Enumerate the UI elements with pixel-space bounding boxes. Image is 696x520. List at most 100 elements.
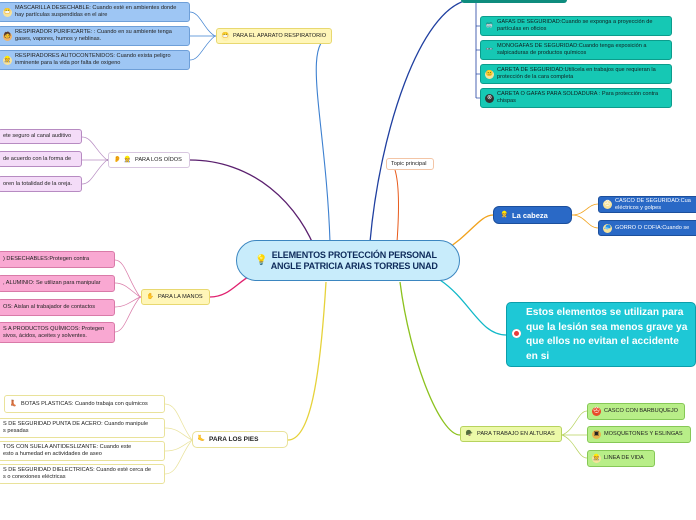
manos-item-label: OS: Aislan al trabajador de contactos — [3, 304, 96, 310]
lightbulb-icon: 💡 — [255, 255, 268, 266]
connector-alturas-item-3 — [561, 434, 588, 459]
topic-alturas[interactable]: 🪖 PARA TRABAJO EN ALTURAS — [460, 426, 562, 442]
ojos-item-label: CARETA O GAFAS PARA SOLDADURA : Para pro… — [497, 91, 658, 105]
pies-item-line: esto a humedad en actividades de aseo — [3, 451, 102, 457]
target-icon — [512, 329, 521, 338]
connector-topic — [394, 169, 399, 243]
alturas-item-3[interactable]: 👷 LINEA DE VIDA — [587, 450, 655, 467]
manos-item-3[interactable]: OS: Aislan al trabajador de contactos — [0, 299, 115, 316]
root-title-line-1: ELEMENTOS PROTECCIÓN PERSONAL — [271, 249, 437, 260]
welding-mask-icon: ⊗ — [485, 93, 494, 103]
resp-item-mascarilla[interactable]: 😷 MASCARILLA DESECHABLE: Cuando esté en … — [0, 2, 190, 22]
connector-manos-item-3 — [114, 296, 141, 308]
root-title-line-2: ANGLE PATRICIA ARIAS TORRES UNAD — [270, 260, 438, 271]
alturas-item-2[interactable]: ▣ MOSQUETONES Y ESLINGAS — [587, 426, 691, 443]
pies-item-line: s pesadas — [3, 428, 29, 434]
connector-ojos — [369, 0, 469, 243]
goggles-icon: 👓 — [485, 46, 494, 53]
ojos-item-line: GAFAS DE SEGURIDAD:Cuando se exponga a p… — [497, 19, 653, 25]
connector-resp-item-1 — [189, 11, 216, 37]
root-topic[interactable]: 💡 ELEMENTOS PROTECCIÓN PERSONAL ANGLE PA… — [236, 240, 460, 281]
topic-respiratorio[interactable]: 😷 PARA EL APARATO RESPIRATORIO — [216, 28, 332, 44]
resp-item-label: RESPIRADORES AUTOCONTENIDOS: Cuando exis… — [15, 53, 171, 66]
cabeza-item-label: GORRO O COFIA:Cuando se — [615, 224, 690, 231]
manos-item-label: ) DESECHABLES:Protegen contra — [3, 256, 90, 262]
resp-item-label: RESPIRADOR PURIFICARTE: : Cuando en su a… — [15, 29, 172, 42]
ear-icon: 👂 — [113, 156, 122, 163]
topic-pies[interactable]: 🦶 PARA LOS PIES — [192, 431, 288, 448]
alturas-item-label: MOSQUETONES Y ESLINGAS — [604, 431, 683, 437]
connector-alturas-item-1 — [561, 410, 588, 436]
ojos-item-1[interactable]: 🥽 GAFAS DE SEGURIDAD:Cuando se exponga a… — [480, 16, 672, 36]
ojos-item-line: salpicaduras de productos químicos — [497, 50, 587, 56]
oidos-item-label: ete seguro al canal auditivo — [3, 133, 72, 139]
topic-ojos-cut[interactable] — [461, 0, 567, 3]
ojos-item-3[interactable]: 😐 CARETA DE SEGURIDAD:Utilícela en traba… — [480, 64, 672, 84]
manos-item-label: S A PRODUCTOS QUÍMICOS: Protegen sivos, … — [3, 326, 104, 340]
note-text: Estos elementos se utilizan para que la … — [526, 307, 688, 362]
topic-cabeza[interactable]: 👷 La cabeza — [493, 206, 572, 224]
worker-icon: 👷 — [123, 156, 132, 163]
pies-item-line: S DE SEGURIDAD PUNTA DE ACERO: Cuando ma… — [3, 421, 149, 427]
pies-item-line: s o conexiones eléctricas — [3, 474, 66, 480]
pies-item-4[interactable]: S DE SEGURIDAD DIELECTRICAS: Cuando esté… — [0, 464, 165, 484]
connector-manos-item-4 — [114, 296, 141, 333]
ojos-item-line: partículas en oficios — [497, 26, 547, 32]
topic-alturas-label: PARA TRABAJO EN ALTURAS — [477, 430, 555, 437]
cabeza-item-label: CASCO DE SEGURIDAD:Cua eléctricos y golp… — [615, 198, 691, 212]
oidos-item-1[interactable]: ete seguro al canal auditivo — [0, 129, 82, 144]
pies-item-1[interactable]: 👢 BOTAS PLASTICAS: Cuando trabaja con qu… — [4, 395, 165, 413]
resp-item-autocontenido[interactable]: 👷 RESPIRADORES AUTOCONTENIDOS: Cuando ex… — [0, 50, 190, 70]
connector-oidos-item-3 — [81, 159, 108, 185]
foot-icon: 🦶 — [197, 436, 206, 442]
root-title: ELEMENTOS PROTECCIÓN PERSONAL ANGLE PATR… — [267, 250, 459, 272]
oidos-item-3[interactable]: oren la totalidad de la oreja. — [0, 176, 82, 192]
pies-item-line: S DE SEGURIDAD DIELECTRICAS: Cuando esté… — [3, 467, 151, 473]
cabeza-item-casco[interactable]: ⛑ CASCO DE SEGURIDAD:Cua eléctricos y go… — [598, 196, 696, 213]
boot-icon: 👢 — [9, 400, 18, 407]
pies-item-3[interactable]: TOS CON SUELA ANTIDESLIZANTE: Cuando est… — [0, 441, 165, 461]
manos-item-label: , ALUMINIO: Se utilizan para manipular — [3, 280, 101, 286]
helmet-icon: ⛑ — [592, 407, 601, 416]
pies-item-label: S DE SEGURIDAD DIELECTRICAS: Cuando esté… — [3, 467, 151, 481]
alturas-item-1[interactable]: ⛑ CASCO CON BARBUQUEJO — [587, 403, 685, 420]
glasses-icon: 🥽 — [485, 22, 494, 29]
pies-item-line: TOS CON SUELA ANTIDESLIZANTE: Cuando est… — [3, 444, 132, 450]
ojos-item-label: MONOGAFAS DE SEGURIDAD:Cuando tenga expo… — [497, 43, 647, 57]
ojos-item-line: CARETA DE SEGURIDAD:Utilícela en trabajo… — [497, 67, 656, 73]
connector-pies — [287, 281, 327, 441]
ojos-item-label: GAFAS DE SEGURIDAD:Cuando se exponga a p… — [497, 19, 652, 33]
ojos-item-label: CARETA DE SEGURIDAD:Utilícela en trabajo… — [497, 67, 656, 81]
ojos-item-line: CARETA O GAFAS PARA SOLDADURA : Para pro… — [497, 91, 659, 97]
hand-icon: ✋ — [146, 293, 155, 300]
worker-icon: 👷 — [3, 55, 12, 65]
connector-resp-item-3 — [189, 35, 216, 61]
manos-item-2[interactable]: , ALUMINIO: Se utilizan para manipular — [0, 275, 115, 292]
height-gear-icon: 🪖 — [465, 430, 474, 437]
connector-manos-item-2 — [114, 282, 141, 298]
connector-alturas — [399, 281, 461, 436]
oidos-item-2[interactable]: de acuerdo con la forma de — [0, 151, 82, 167]
ojos-item-line: protección de la cara completa — [497, 74, 574, 80]
worker-icon: 👷 — [592, 454, 601, 463]
connector-pies-item-2 — [164, 427, 193, 441]
resp-item-purificador[interactable]: 🧑 RESPIRADOR PURIFICARTE: : Cuando en su… — [0, 26, 190, 46]
alturas-item-label: LINEA DE VIDA — [604, 455, 644, 461]
topic-manos[interactable]: ✋ PARA LA MANOS — [141, 289, 210, 305]
topic-principal[interactable]: Topic principal — [386, 158, 434, 170]
mask-icon: 😷 — [3, 7, 12, 17]
topic-oidos[interactable]: 👂 👷 PARA LOS OÍDOS — [108, 152, 190, 168]
resp-item-label: MASCARILLA DESECHABLE: Cuando esté en am… — [15, 5, 177, 18]
note-box[interactable]: Estos elementos se utilizan para que la … — [506, 302, 696, 367]
ojos-item-4[interactable]: ⊗ CARETA O GAFAS PARA SOLDADURA : Para p… — [480, 88, 672, 108]
topic-principal-label: Topic principal — [391, 160, 427, 167]
connector-cabeza-item-2 — [571, 214, 599, 229]
manos-item-4[interactable]: S A PRODUCTOS QUÍMICOS: Protegen sivos, … — [0, 322, 115, 343]
connector-manos-item-1 — [114, 259, 141, 298]
connector-cabeza-items — [571, 203, 599, 216]
manos-item-1[interactable]: ) DESECHABLES:Protegen contra — [0, 251, 115, 268]
pies-item-label: TOS CON SUELA ANTIDESLIZANTE: Cuando est… — [3, 444, 131, 458]
cabeza-item-gorro[interactable]: 🧢 GORRO O COFIA:Cuando se — [598, 220, 696, 236]
ojos-item-2[interactable]: 👓 MONOGAFAS DE SEGURIDAD:Cuando tenga ex… — [480, 40, 672, 60]
pies-item-2[interactable]: S DE SEGURIDAD PUNTA DE ACERO: Cuando ma… — [0, 418, 165, 438]
